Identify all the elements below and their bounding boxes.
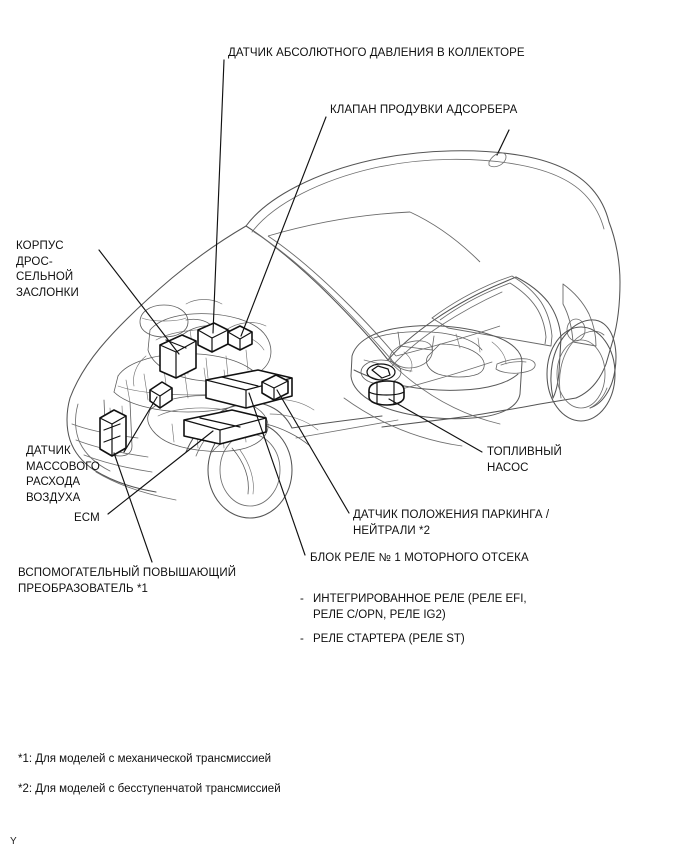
leader-dc-dc-converter bbox=[113, 452, 153, 563]
ecm-part bbox=[183, 409, 267, 445]
leader-map-sensor bbox=[212, 59, 225, 334]
list-bullet-dash: - bbox=[300, 633, 304, 645]
list-item-label: ИНТЕГРИРОВАННОЕ РЕЛЕ (РЕЛЕ EFI, РЕЛЕ C/O… bbox=[313, 593, 527, 621]
callout-engine-room-relay-block: БЛОК РЕЛЕ № 1 МОТОРНОГО ОТСЕКА bbox=[310, 552, 529, 564]
list-item: - РЕЛЕ СТАРТЕРА (РЕЛЕ ST) bbox=[300, 632, 527, 648]
fuel-tank-assembly bbox=[350, 325, 523, 420]
callout-map-sensor: ДАТЧИК АБСОЛЮТНОГО ДАВЛЕНИЯ В КОЛЛЕКТОРЕ bbox=[228, 47, 525, 59]
callout-maf-sensor: ДАТЧИК МАССОВОГО РАСХОДА ВОЗДУХА bbox=[26, 445, 100, 504]
fuel-pump-part bbox=[368, 380, 405, 406]
callout-ecm: ECM bbox=[74, 512, 100, 524]
dc-dc-converter-part bbox=[99, 409, 127, 457]
callout-purge-valve: КЛАПАН ПРОДУВКИ АДСОРБЕРА bbox=[330, 104, 518, 116]
leader-maf-sensor bbox=[123, 396, 158, 453]
throttle-body-part bbox=[159, 334, 197, 379]
list-item-label: РЕЛЕ СТАРТЕРА (РЕЛЕ ST) bbox=[313, 633, 465, 645]
leader-purge-valve bbox=[240, 116, 327, 337]
purge-valve-part bbox=[227, 325, 253, 351]
leader-fuel-pump bbox=[388, 398, 483, 453]
leader-throttle-body bbox=[98, 249, 180, 355]
corner-mark: Y bbox=[10, 836, 17, 847]
footnote-1: *1: Для моделей с механической трансмисс… bbox=[18, 753, 272, 765]
leader-relay-block bbox=[248, 392, 306, 556]
callout-park-neutral-switch: ДАТЧИК ПОЛОЖЕНИЯ ПАРКИНГА / НЕЙТРАЛИ *2 bbox=[353, 509, 550, 537]
footnote-2: *2: Для моделей с бесступенчатой трансми… bbox=[18, 783, 281, 795]
list-item: - ИНТЕГРИРОВАННОЕ РЕЛЕ (РЕЛЕ EFI, РЕЛЕ C… bbox=[300, 592, 527, 623]
relay-contents-list: - ИНТЕГРИРОВАННОЕ РЕЛЕ (РЕЛЕ EFI, РЕЛЕ C… bbox=[300, 592, 527, 657]
leader-lines bbox=[98, 59, 483, 563]
callout-dc-dc-converter: ВСПОМОГАТЕЛЬНЫЙ ПОВЫШАЮЩИЙ ПРЕОБРАЗОВАТЕ… bbox=[18, 567, 237, 595]
park-neutral-switch-part bbox=[261, 374, 289, 401]
callout-throttle-body: КОРПУС ДРОС- СЕЛЬНОЙ ЗАСЛОНКИ bbox=[16, 240, 79, 299]
maf-sensor-part bbox=[149, 381, 173, 409]
leader-ecm bbox=[107, 430, 214, 515]
callout-fuel-pump: ТОПЛИВНЫЙ НАСОС bbox=[487, 446, 562, 474]
leader-park-neutral-switch bbox=[276, 389, 350, 514]
list-bullet-dash: - bbox=[300, 593, 304, 605]
